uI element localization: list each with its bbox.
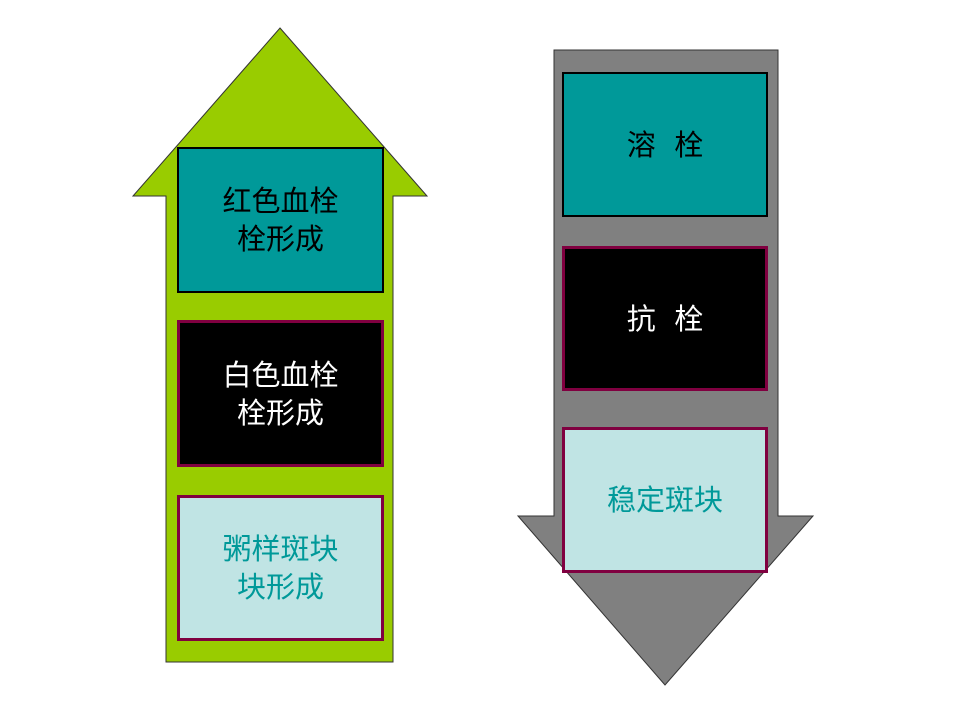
box-label-line1: 粥样斑块: [222, 532, 339, 566]
box-label-line1: 白色血栓: [222, 357, 339, 392]
box-label-line2: 栓形成: [236, 395, 324, 430]
antithrombotic-box: 抗 栓: [562, 246, 768, 391]
box-label: 溶 栓: [626, 127, 704, 162]
atheroma-plaque-box: 粥样斑块 块形成: [177, 495, 384, 641]
stable-plaque-box: 稳定斑块: [562, 427, 768, 573]
box-label: 稳定斑块: [606, 483, 723, 517]
box-label-line2: 栓形成: [236, 222, 324, 256]
box-label-line1: 红色血栓: [222, 184, 339, 218]
white-thrombus-box: 白色血栓 栓形成: [177, 320, 384, 467]
thrombolysis-box: 溶 栓: [562, 72, 768, 217]
box-label: 抗 栓: [626, 301, 704, 336]
box-label-line2: 块形成: [236, 570, 324, 604]
red-thrombus-box: 红色血栓 栓形成: [177, 147, 384, 293]
